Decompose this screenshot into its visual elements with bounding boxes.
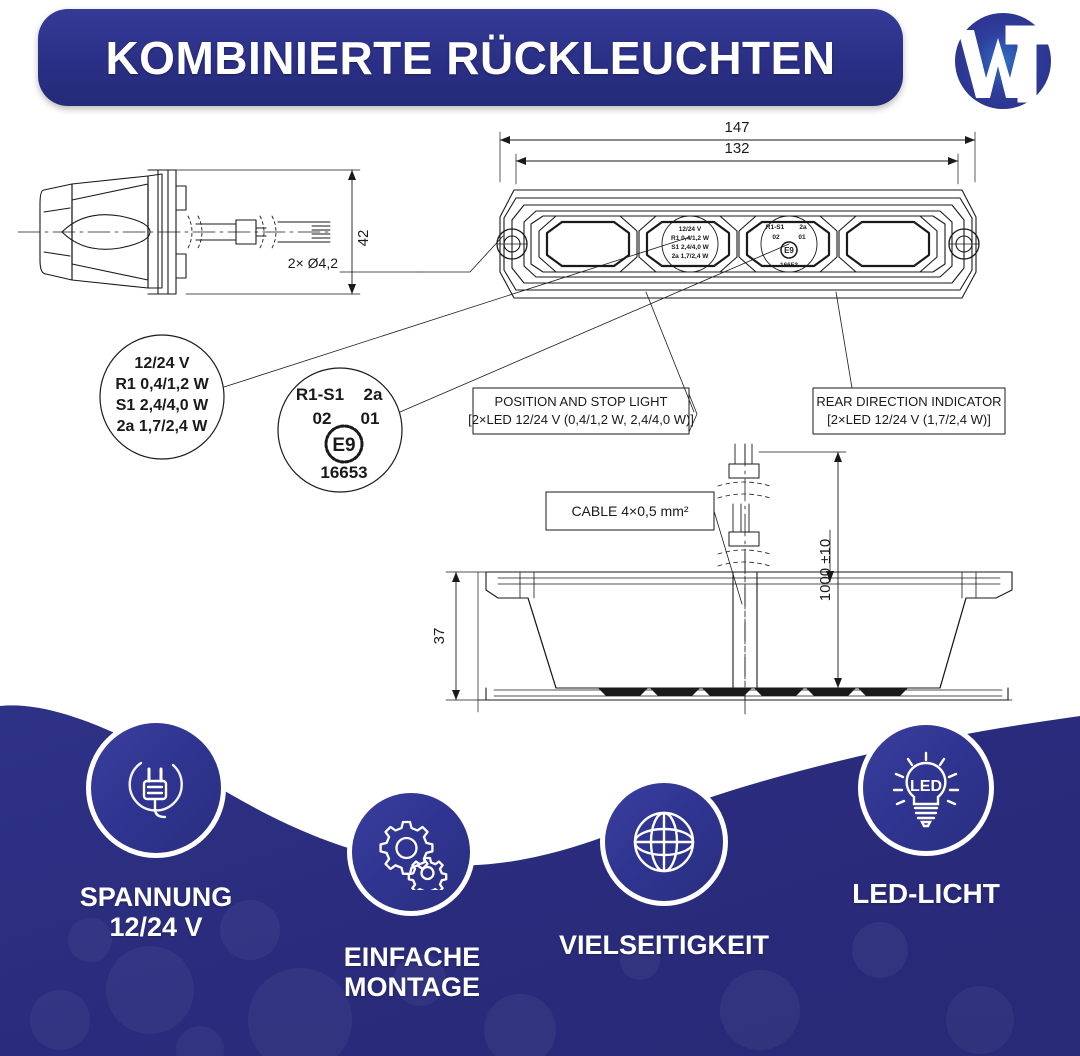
led-bulb-icon: LED <box>892 751 960 828</box>
callout-rating-bubble: 12/24 V R1 0,4/1,2 W S1 2,4/4,0 W 2a 1,7… <box>99 236 691 460</box>
dim-side-height: 42 <box>355 230 372 247</box>
svg-text:S1 2,4/4,0 W: S1 2,4/4,0 W <box>671 244 709 251</box>
gears-icon <box>379 820 448 890</box>
dim-cable-length: 1000 ±10 <box>817 539 834 601</box>
svg-text:R1-S1: R1-S1 <box>296 385 344 404</box>
feature-band: SPANNUNG 12/24 V EINFACHE MONTAGE VIELSE… <box>0 690 1080 1056</box>
wave-background <box>0 705 1080 1056</box>
section-view: 37 <box>431 529 1013 719</box>
feature-label-mounting: EINFACHE MONTAGE <box>343 942 481 1003</box>
svg-text:02: 02 <box>772 234 780 241</box>
technical-drawing: 42 147 132 <box>0 112 1080 722</box>
svg-text:12/24 V: 12/24 V <box>679 226 702 233</box>
dim-section-height: 37 <box>431 628 448 645</box>
title-banner: KOMBINIERTE RÜCKLEUCHTEN <box>38 9 903 106</box>
feature-badge-led: LED <box>858 720 994 856</box>
feature-badge-mounting <box>347 788 475 916</box>
globe-icon <box>633 811 695 873</box>
svg-text:R1 0,4/1,2 W: R1 0,4/1,2 W <box>671 235 710 242</box>
dim-overall-width: 147 <box>724 119 749 136</box>
svg-text:16653: 16653 <box>320 463 367 482</box>
svg-text:01: 01 <box>361 409 380 428</box>
mounting-hole-right <box>948 228 980 260</box>
svg-text:[2×LED 12/24 V (0,4/1,2 W, 2,4: [2×LED 12/24 V (0,4/1,2 W, 2,4/4,0 W)] <box>468 412 694 427</box>
dim-body-width: 132 <box>724 140 749 157</box>
feature-label-led: LED-LICHT <box>852 878 1000 909</box>
svg-text:E9: E9 <box>784 246 794 255</box>
lens-marking-rating: 12/24 V R1 0,4/1,2 W S1 2,4/4,0 W 2a 1,7… <box>661 215 719 273</box>
dim-mounting-holes: 2× Ø4,2 <box>288 255 338 271</box>
logo-letter-t <box>1005 25 1053 103</box>
callout-emark-bubble: R1-S1 2a 02 01 E9 16653 <box>277 243 790 493</box>
label-box-direction: REAR DIRECTION INDICATOR [2×LED 12/24 V … <box>812 291 1006 435</box>
side-view: 42 <box>17 169 372 295</box>
svg-text:2a: 2a <box>364 385 383 404</box>
brand-logo <box>948 6 1058 114</box>
svg-text:12/24 V: 12/24 V <box>134 355 189 372</box>
lens-segments <box>538 215 938 273</box>
svg-text:POSITION AND STOP LIGHT: POSITION AND STOP LIGHT <box>495 394 668 409</box>
feature-label-versatility: VIELSEITIGKEIT <box>558 930 770 960</box>
svg-text:2a 1,7/2,4 W: 2a 1,7/2,4 W <box>672 253 710 260</box>
lens-marking-emark: R1-S1 2a 02 01 E9 16653 <box>760 215 818 273</box>
page-title: KOMBINIERTE RÜCKLEUCHTEN <box>105 31 836 84</box>
feature-label-voltage: SPANNUNG 12/24 V <box>79 882 233 943</box>
label-box-position-stop: POSITION AND STOP LIGHT [2×LED 12/24 V (… <box>468 291 698 435</box>
header: KOMBINIERTE RÜCKLEUCHTEN <box>0 0 1080 118</box>
svg-text:2a 1,7/2,4 W: 2a 1,7/2,4 W <box>117 418 209 435</box>
plug-icon <box>128 761 183 819</box>
svg-text:R1 0,4/1,2 W: R1 0,4/1,2 W <box>115 376 209 393</box>
label-cable: CABLE 4×0,5 mm² <box>571 503 688 519</box>
svg-text:02: 02 <box>313 409 332 428</box>
svg-text:2a: 2a <box>799 224 807 231</box>
svg-text:REAR DIRECTION INDICATOR: REAR DIRECTION INDICATOR <box>816 394 1001 409</box>
feature-badge-voltage <box>86 718 226 858</box>
feature-badge-versatility <box>600 778 728 906</box>
svg-text:LED: LED <box>910 778 942 795</box>
svg-text:16653: 16653 <box>780 262 798 269</box>
svg-text:R1-S1: R1-S1 <box>766 224 785 231</box>
svg-text:[2×LED 12/24 V (1,7/2,4 W)]: [2×LED 12/24 V (1,7/2,4 W)] <box>827 412 991 427</box>
front-view: 147 132 <box>288 119 980 299</box>
mounting-hole-left <box>496 228 528 260</box>
svg-text:E9: E9 <box>332 435 355 456</box>
svg-text:S1 2,4/4,0 W: S1 2,4/4,0 W <box>116 397 209 414</box>
svg-text:01: 01 <box>798 234 806 241</box>
